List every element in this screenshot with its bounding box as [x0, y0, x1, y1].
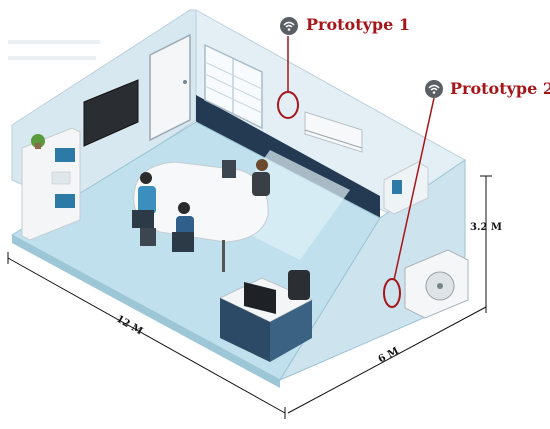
plant-icon	[31, 134, 45, 149]
computer-monitor-icon	[244, 282, 276, 314]
height-dimension-label: 3.2 M	[470, 222, 502, 233]
dimension-line-length	[7, 252, 286, 419]
person-front	[172, 202, 194, 252]
dimension-line-height	[480, 175, 492, 300]
prototype-1-label: Prototype 1	[306, 15, 410, 34]
person-left	[132, 172, 156, 228]
bookshelf	[21, 127, 81, 241]
wifi-icon	[425, 80, 443, 98]
air-conditioner-icon	[304, 111, 363, 153]
window-icon	[204, 43, 263, 130]
office-chair	[288, 270, 310, 300]
outdoor-ac-unit-icon	[404, 249, 469, 319]
prototype-2-leader-line	[393, 97, 435, 281]
prototype-2-sensor-marker	[383, 278, 401, 308]
faint-background-text	[8, 40, 100, 60]
chair	[140, 228, 156, 246]
person-right	[252, 159, 270, 196]
prototype-2-label: Prototype 2	[450, 79, 550, 98]
front-floor-edge	[12, 235, 280, 388]
dimension-line-width	[287, 300, 487, 414]
chair	[222, 160, 236, 178]
door-icon	[149, 33, 191, 142]
wifi-icon	[280, 17, 298, 35]
tv-icon	[83, 79, 139, 147]
